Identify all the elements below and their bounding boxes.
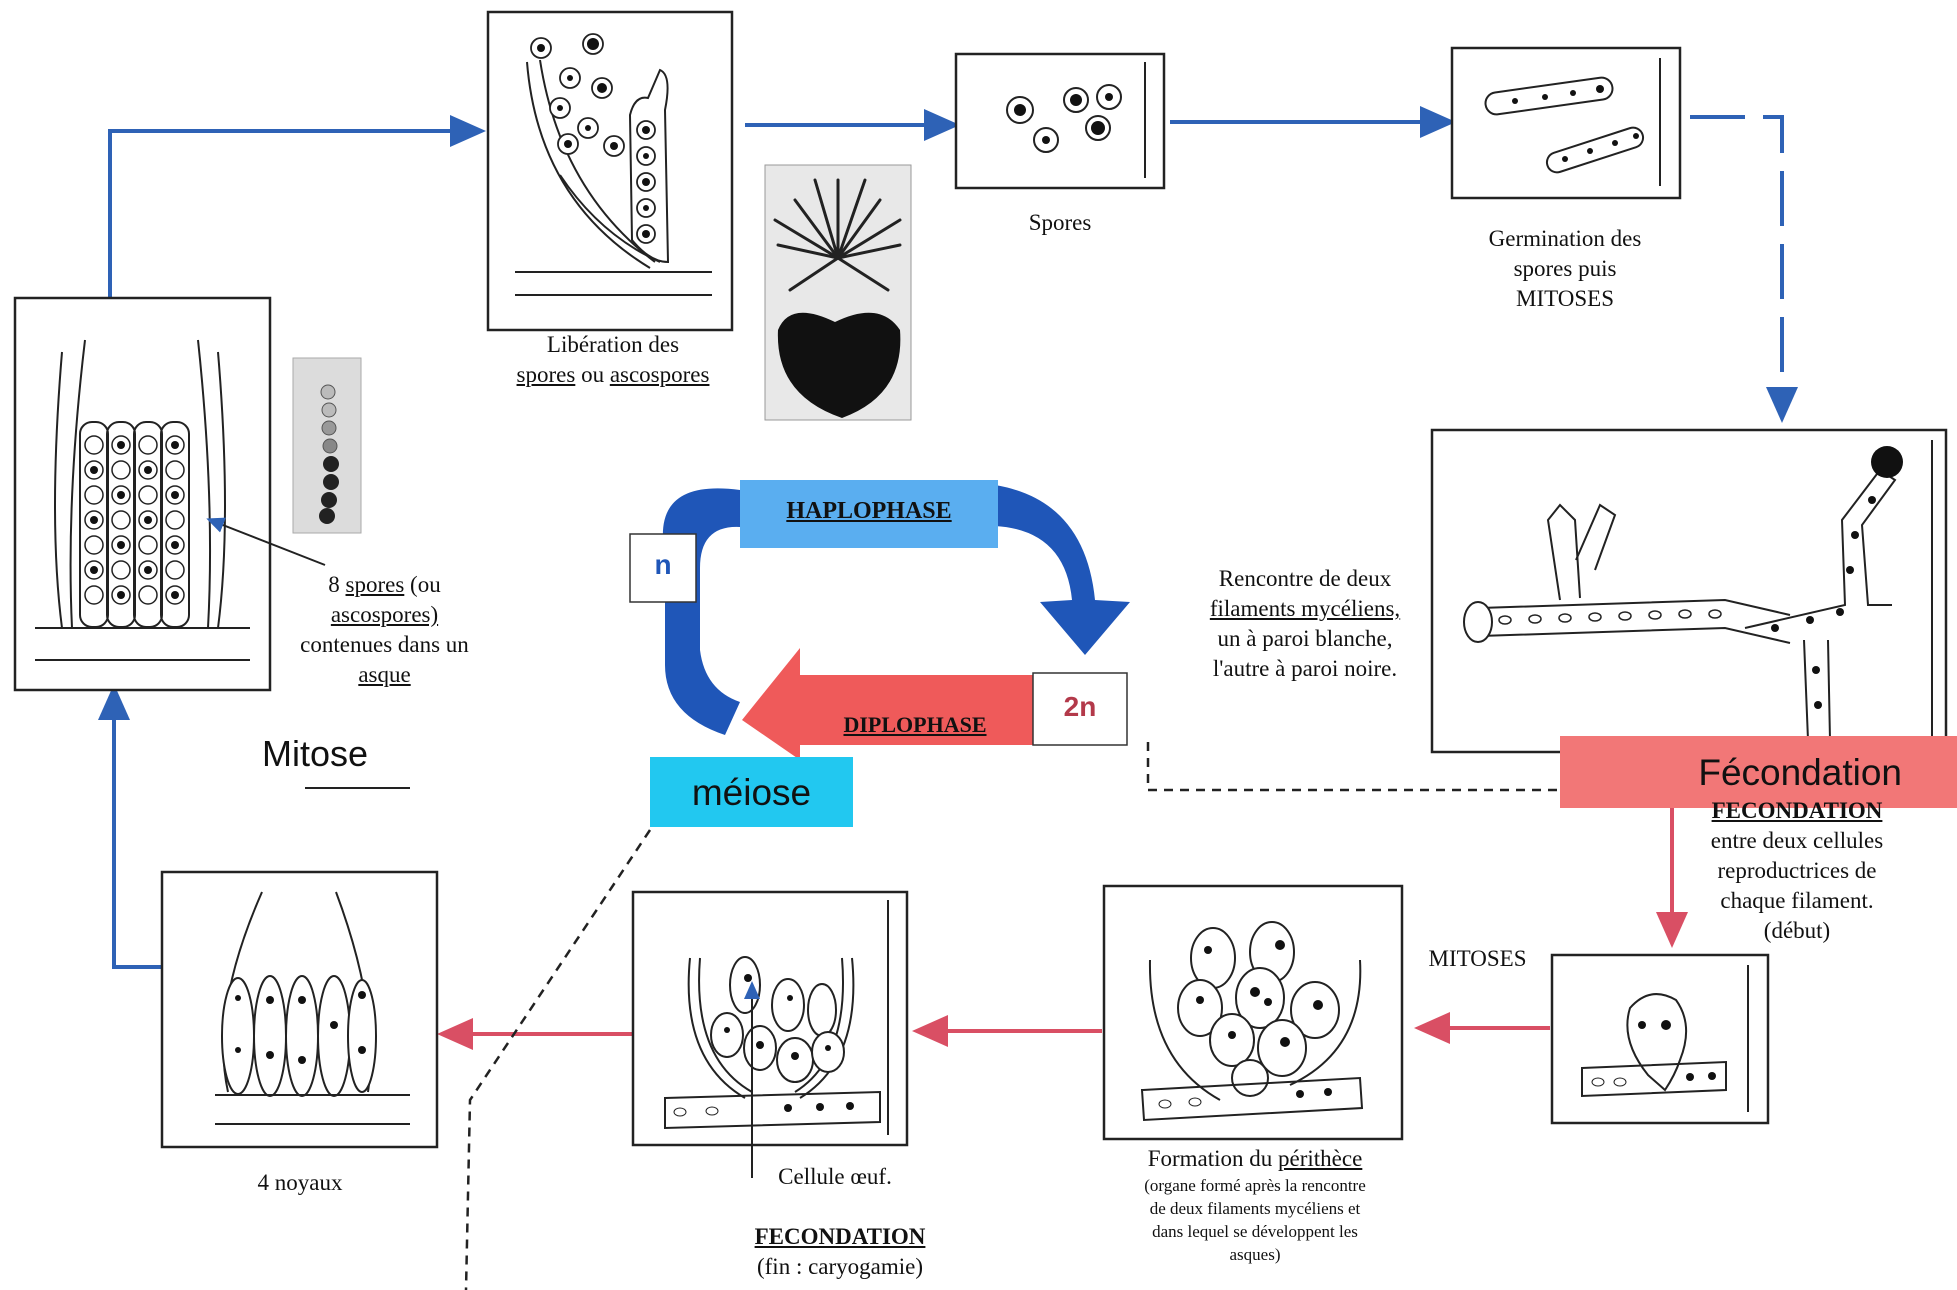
perithece-label: Formation du périthèce (organe formé apr…: [1144, 1146, 1366, 1264]
fecondation-fin-label: FECONDATION (fin : caryogamie): [754, 1224, 926, 1279]
asque-label: 8 spores (ou ascospores) contenues dans …: [300, 572, 469, 687]
diplophase-label: DIPLOPHASE: [843, 712, 987, 737]
spore-photo: [764, 164, 912, 421]
meiose-box: [650, 757, 853, 827]
spores-drawing: [954, 52, 1166, 190]
liberation-label: Libération des spores ou ascospores: [516, 332, 710, 387]
germination-drawing: [1450, 46, 1682, 200]
liberation-drawing: [486, 10, 734, 332]
cellule-oeuf-label: Cellule œuf.: [778, 1164, 892, 1189]
meiose-label: méiose: [691, 772, 812, 813]
spores-label: Spores: [1028, 210, 1092, 235]
two-n-label: 2n: [1063, 691, 1097, 722]
cycle-arrows: [98, 106, 1798, 1290]
mitose-label: Mitose: [262, 733, 369, 774]
ploidy-cycle: [305, 480, 1130, 827]
fecondation-debut-label: FECONDATION entre deux cellules reproduc…: [1710, 798, 1884, 943]
cellule-oeuf-drawing: [631, 890, 909, 1178]
fecondation-banner-box: [1560, 736, 1957, 808]
rencontre-drawing: [1430, 428, 1948, 754]
diplophase-arrow: [742, 648, 1038, 760]
dashed-link-fecondation: [1146, 742, 1560, 792]
haplophase-label: HAPLOPHASE: [786, 498, 952, 524]
arrow-4-noyaux-to-asque: [98, 684, 162, 969]
fecondation-debut-drawing: [1550, 953, 1770, 1125]
quatre-noyaux-label: 4 noyaux: [257, 1170, 343, 1195]
quatre-noyaux-drawing: [160, 870, 439, 1149]
fecondation-banner-label: Fécondation: [1698, 752, 1902, 793]
cycle-blue-arc: [662, 488, 740, 735]
cycle-blue-right-arrow: [995, 485, 1130, 655]
haplophase-box: [740, 480, 998, 548]
dashed-link-meiose: [464, 829, 652, 1290]
rencontre-label: Rencontre de deux filaments mycéliens, u…: [1209, 566, 1401, 681]
spore-chain-photo: [292, 357, 362, 534]
mitoses-bottom-label: MITOSES: [1428, 946, 1527, 971]
n-label: n: [654, 549, 672, 580]
asque-drawing: [13, 296, 326, 692]
two-n-box: [1032, 672, 1128, 746]
n-box: [629, 533, 697, 603]
arrow-asque-to-liberation: [108, 115, 486, 298]
perithece-drawing: [1102, 884, 1404, 1141]
arrow-germination-to-rencontre: [1690, 115, 1798, 423]
germination-label: Germination des spores puis MITOSES: [1488, 226, 1642, 311]
